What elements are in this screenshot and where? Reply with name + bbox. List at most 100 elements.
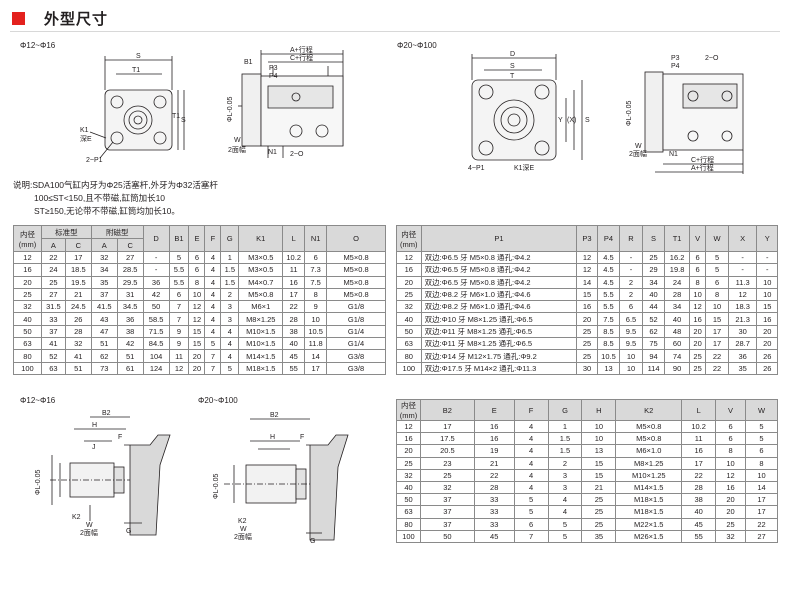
col-header: B1 xyxy=(168,225,190,252)
table-cell: G1/4 xyxy=(326,324,386,339)
dim-l-label: ΦL-0.05 xyxy=(227,96,234,122)
table-cell: 16 xyxy=(473,419,515,434)
table-cell: 5.5 xyxy=(168,275,190,289)
table-cell: 84.5 xyxy=(142,337,170,351)
table-cell: 6 xyxy=(168,287,190,302)
col-header: H xyxy=(581,399,617,421)
table-cell: 40 xyxy=(396,312,422,326)
table-cell: 100 xyxy=(13,361,42,375)
table-cell: 42 xyxy=(116,337,144,351)
table-cell: 6.5 xyxy=(619,312,643,326)
table-cell: 104 xyxy=(142,349,170,363)
table-cell: 40 xyxy=(282,337,306,351)
table-cell: 6 xyxy=(188,263,206,277)
table-cell: M14×1.5 xyxy=(238,349,284,363)
table-cell: 32 xyxy=(715,529,747,543)
table-cell: 12 xyxy=(576,250,598,265)
dim-c-stroke-label: C+行程 xyxy=(290,53,313,62)
table-cell: 22 xyxy=(705,361,729,375)
table-cell: 52 xyxy=(641,312,666,326)
dim-l-large-bottom-label: ΦL-0.05 xyxy=(213,473,220,499)
table-cell: 17 xyxy=(64,250,92,265)
table-cell: 10 xyxy=(756,275,778,289)
table-cell: 34 xyxy=(641,275,666,289)
bore-header: 内径(mm) xyxy=(13,225,42,252)
table-cell: 10 xyxy=(745,468,778,482)
table-cell: 4 xyxy=(204,312,222,326)
table-cell: 45 xyxy=(473,529,515,543)
table-cell: 4 xyxy=(204,287,222,302)
table-cell: 31.5 xyxy=(40,300,66,314)
col-header: W xyxy=(745,399,778,421)
col-header: A xyxy=(40,238,66,252)
table-cell: 75 xyxy=(641,337,666,351)
dim-width-label: 2面幅 xyxy=(228,145,246,154)
table-cell: 60 xyxy=(664,337,690,351)
table-cell: 12 xyxy=(396,419,421,434)
table-cell: 100 xyxy=(396,361,422,375)
dim-b2-large-label: B2 xyxy=(270,412,279,419)
dim-n1-label: N1 xyxy=(268,149,277,156)
table-cell: 17 xyxy=(745,505,778,519)
table-cell: 7 xyxy=(204,361,222,375)
table-cell: 33 xyxy=(473,517,515,531)
table-cell: 124 xyxy=(142,361,170,375)
dim-p1-small-label: 2~P1 xyxy=(86,157,103,164)
dim-f-label: F xyxy=(118,434,122,441)
table-cell: 双边:Φ6.5 牙 M5×0.8 通孔:Φ4.2 xyxy=(420,275,578,289)
table-cell: 36 xyxy=(727,349,758,363)
dim-p4-label: P4 xyxy=(269,73,278,80)
table-cell: M5×0.8 xyxy=(326,287,386,302)
table-cell: 21 xyxy=(64,287,92,302)
dim-b1-label: B1 xyxy=(244,59,253,66)
dim-f-large-label: F xyxy=(300,434,304,441)
dim-p1-large-label: 4~P1 xyxy=(468,165,485,172)
table-cell: 58.5 xyxy=(142,312,170,326)
table-cell: 10 xyxy=(188,287,206,302)
table-cell: 双边:Φ8.2 牙 M6×1.0 通孔:Φ4.6 xyxy=(420,287,578,302)
table-cell: - xyxy=(142,263,170,277)
col-header: K2 xyxy=(615,399,683,421)
table-cell: 28 xyxy=(282,312,306,326)
dim-s-large-vertical-label: S xyxy=(585,117,590,124)
col-header: C xyxy=(116,238,144,252)
table-cell: 27 xyxy=(116,250,144,265)
small-rod-end-drawing: B2 H F J ΦL-0.05 K2 W 2面幅 G xyxy=(35,410,171,537)
table-cell: 14 xyxy=(304,349,328,363)
table-cell: 37 xyxy=(419,505,475,519)
table-cell: 双边:Φ17.5 牙 M14×2 通孔:Φ11.3 xyxy=(420,361,578,375)
table-cell: 6 xyxy=(715,432,747,446)
dim-o-large-label: 2~O xyxy=(705,55,719,62)
table-cell: 40 xyxy=(681,505,717,519)
table-cell: 12 xyxy=(13,250,42,265)
small-side-view-drawing: B1 A+行程 C+行程 P3 P4 ΦL-0.05 W 2面幅 N1 2~O xyxy=(227,45,344,158)
table-cell: 25 xyxy=(40,275,66,289)
table-cell: 10 xyxy=(304,312,328,326)
section-label-small-bottom: Φ12~Φ16 xyxy=(20,396,56,405)
table-cell: - xyxy=(756,250,778,265)
table-cell: 4 xyxy=(220,324,240,339)
table-cell: 33 xyxy=(40,312,66,326)
table-cell: 19.5 xyxy=(64,275,92,289)
table-cell: 61 xyxy=(116,361,144,375)
section-label-small-top: Φ12~Φ16 xyxy=(20,41,56,50)
page-title: 外型尺寸 xyxy=(44,11,109,28)
table-cell: 25 xyxy=(396,456,421,470)
table-cell: 11.8 xyxy=(304,337,328,351)
table-cell: 4 xyxy=(204,324,222,339)
table-cell: 6 xyxy=(619,300,643,314)
table-cell: 22 xyxy=(473,468,515,482)
table-cell: 45 xyxy=(282,349,306,363)
table-cell: 8.5 xyxy=(596,324,621,339)
col-header: C xyxy=(64,238,92,252)
table-cell: 80 xyxy=(396,517,421,531)
table-cell: 3 xyxy=(547,480,583,495)
table-cell: 16 xyxy=(756,312,778,326)
table-cell: M4×0.7 xyxy=(238,275,284,289)
table-cell: 11 xyxy=(282,263,306,277)
table-cell: 双边:Φ8.2 牙 M6×1.0 通孔:Φ4.6 xyxy=(420,300,578,314)
